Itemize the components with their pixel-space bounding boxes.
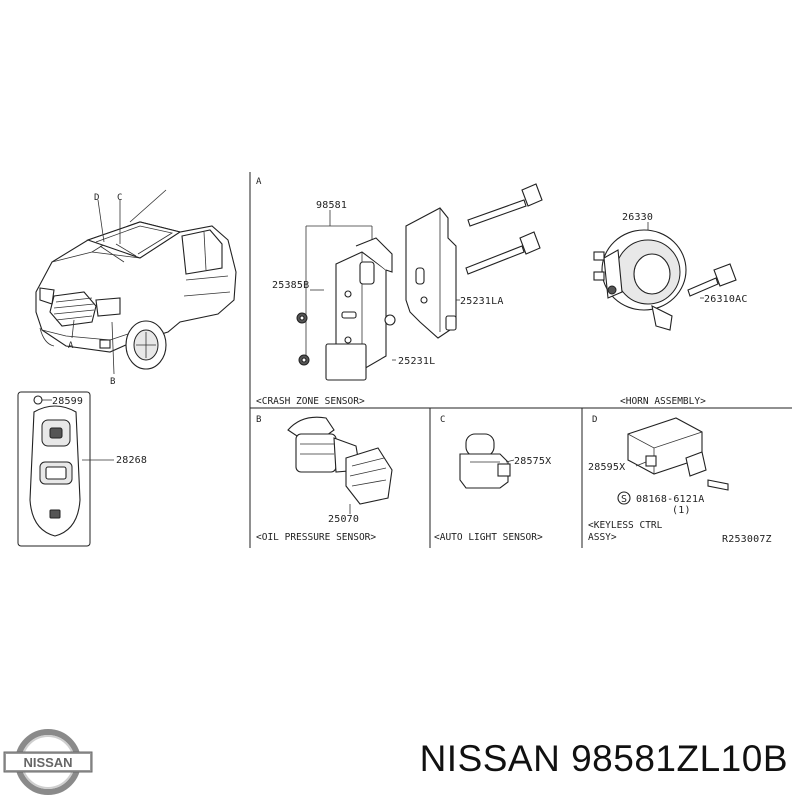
section-letter-a: A bbox=[256, 177, 262, 187]
caption-keyless-line2: ASSY> bbox=[588, 532, 617, 543]
label-26330: 26330 bbox=[622, 212, 653, 223]
label-25385B: 25385B bbox=[272, 280, 309, 291]
horn-assembly-drawing bbox=[593, 222, 737, 331]
label-25231LA: 25231LA bbox=[460, 296, 504, 307]
label-28575X: 28575X bbox=[514, 456, 551, 467]
section-letter-b: B bbox=[256, 415, 261, 425]
section-letter-d: D bbox=[592, 415, 597, 425]
car-letter-c: C bbox=[117, 193, 122, 203]
crash-zone-sensor-drawing bbox=[296, 183, 543, 381]
caption-auto-light: <AUTO LIGHT SENSOR> bbox=[434, 532, 543, 543]
section-letter-c: C bbox=[440, 415, 445, 425]
caption-keyless-line1: <KEYLESS CTRL bbox=[588, 520, 663, 531]
section-frame bbox=[249, 172, 792, 548]
label-28599: 28599 bbox=[52, 396, 83, 407]
label-25070: 25070 bbox=[328, 514, 359, 525]
label-98581: 98581 bbox=[316, 200, 347, 211]
reference-code: R253007Z bbox=[722, 534, 772, 545]
keyless-control-drawing bbox=[617, 417, 729, 505]
auto-light-sensor-drawing bbox=[459, 433, 515, 489]
vehicle-drawing bbox=[35, 189, 237, 375]
oil-pressure-sensor-drawing bbox=[287, 416, 393, 514]
car-letter-b: B bbox=[110, 377, 115, 387]
label-25231L: 25231L bbox=[398, 356, 435, 367]
label-08168-6121A: 08168-6121A bbox=[636, 494, 704, 505]
screw-symbol: S bbox=[621, 494, 627, 505]
caption-horn: <HORN ASSEMBLY> bbox=[620, 396, 706, 407]
car-letter-d: D bbox=[94, 193, 99, 203]
nissan-logo-text: NISSAN bbox=[23, 755, 72, 770]
caption-crash-zone: <CRASH ZONE SENSOR> bbox=[256, 396, 365, 407]
car-letter-a: A bbox=[68, 341, 74, 351]
label-qty: (1) bbox=[672, 505, 691, 516]
label-26310AC: 26310AC bbox=[704, 294, 748, 305]
label-28268: 28268 bbox=[116, 455, 147, 466]
label-28595X: 28595X bbox=[588, 462, 625, 473]
caption-oil-pressure: <OIL PRESSURE SENSOR> bbox=[256, 532, 376, 543]
key-fob-drawing bbox=[17, 391, 114, 547]
product-title: NISSAN 98581ZL10B bbox=[419, 738, 788, 779]
nissan-logo: NISSAN bbox=[3, 729, 93, 795]
